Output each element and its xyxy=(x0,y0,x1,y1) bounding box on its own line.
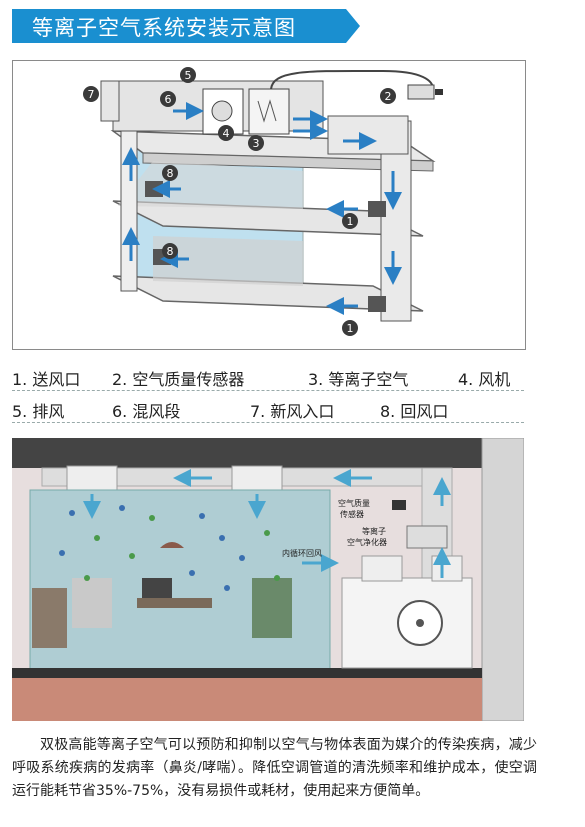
cabinet xyxy=(32,588,67,648)
marker-1-lower: 1 xyxy=(342,320,358,336)
bookshelf xyxy=(72,578,112,628)
svg-text:4: 4 xyxy=(223,127,230,140)
marker-2: 2 xyxy=(380,88,396,104)
installation-diagram: 5 7 6 4 3 2 1 1 8 8 xyxy=(12,60,526,350)
ion-particles xyxy=(59,505,280,591)
legend-divider-1 xyxy=(12,390,524,391)
marker-4: 4 xyxy=(218,125,234,141)
page-title: 等离子空气系统安装示意图 xyxy=(32,16,296,40)
svg-text:2: 2 xyxy=(385,90,392,103)
plasma-purifier xyxy=(406,525,448,549)
legend-item-fan: 4. 风机 xyxy=(458,370,511,389)
ceiling xyxy=(12,438,482,468)
room-airflow-arrows xyxy=(83,469,451,578)
marker-3: 3 xyxy=(248,135,264,151)
supply-grille-lower xyxy=(368,296,386,312)
legend-item-return: 8. 回风口 xyxy=(380,402,449,421)
sensor-wire xyxy=(270,69,434,90)
shelf xyxy=(252,578,292,638)
pendant-lamp xyxy=(160,542,184,548)
banner-shape xyxy=(12,9,360,43)
legend-item-sensor: 2. 空气质量传感器 xyxy=(112,370,245,389)
purifier-label-2: 空气净化器 xyxy=(347,537,387,547)
legend-item-mixing: 6. 混风段 xyxy=(112,402,181,421)
room-illustration: 空气质量 传感器 等离子 空气净化器 内循环回风 xyxy=(12,438,524,721)
svg-text:1: 1 xyxy=(347,215,354,228)
svg-text:5: 5 xyxy=(185,69,192,82)
sensor-device xyxy=(407,84,435,100)
svg-text:8: 8 xyxy=(167,167,174,180)
svg-text:6: 6 xyxy=(165,93,172,106)
desk xyxy=(137,598,212,608)
marker-5: 5 xyxy=(180,67,196,83)
marker-1-upper: 1 xyxy=(342,213,358,229)
marker-7: 7 xyxy=(83,86,99,102)
legend-item-plasma: 3. 等离子空气 xyxy=(308,370,409,389)
svg-text:7: 7 xyxy=(88,88,95,101)
marker-8-lower: 8 xyxy=(162,243,178,259)
diagram-svg: 5 7 6 4 3 2 1 1 8 8 xyxy=(83,67,443,336)
plasma-section xyxy=(248,88,290,135)
sensor-label-2: 传感器 xyxy=(340,509,364,519)
fresh-air-inlet xyxy=(100,80,120,122)
return-grille-upper xyxy=(145,181,163,197)
title-banner: 等离子空气系统安装示意图 xyxy=(12,9,362,43)
room-svg: 空气质量 传感器 等离子 空气净化器 内循环回风 xyxy=(12,438,524,721)
monitor xyxy=(142,578,172,598)
sensor-label-1: 空气质量 xyxy=(338,498,370,508)
legend-item-supply: 1. 送风口 xyxy=(12,370,81,389)
svg-text:1: 1 xyxy=(347,322,354,335)
legend-item-exhaust: 5. 排风 xyxy=(12,402,65,421)
description-text: 双极高能等离子空气可以预防和抑制以空气与物体表面为媒介的传染疾病，减少呼吸系统疾… xyxy=(12,737,537,799)
air-quality-sensor xyxy=(392,500,406,510)
floor-slab xyxy=(12,668,482,678)
airflow-arrows xyxy=(122,102,402,315)
svg-text:8: 8 xyxy=(167,245,174,258)
legend-item-fresh-air: 7. 新风入口 xyxy=(250,402,335,421)
marker-6: 6 xyxy=(160,91,176,107)
supply-grille-upper xyxy=(368,201,386,217)
legend-divider-2 xyxy=(12,422,524,423)
svg-text:3: 3 xyxy=(253,137,260,150)
return-air-label: 内循环回风 xyxy=(282,548,322,558)
floor xyxy=(12,678,482,721)
side-column xyxy=(481,438,524,721)
marker-8-upper: 8 xyxy=(162,165,178,181)
purifier-label-1: 等离子 xyxy=(362,526,386,536)
